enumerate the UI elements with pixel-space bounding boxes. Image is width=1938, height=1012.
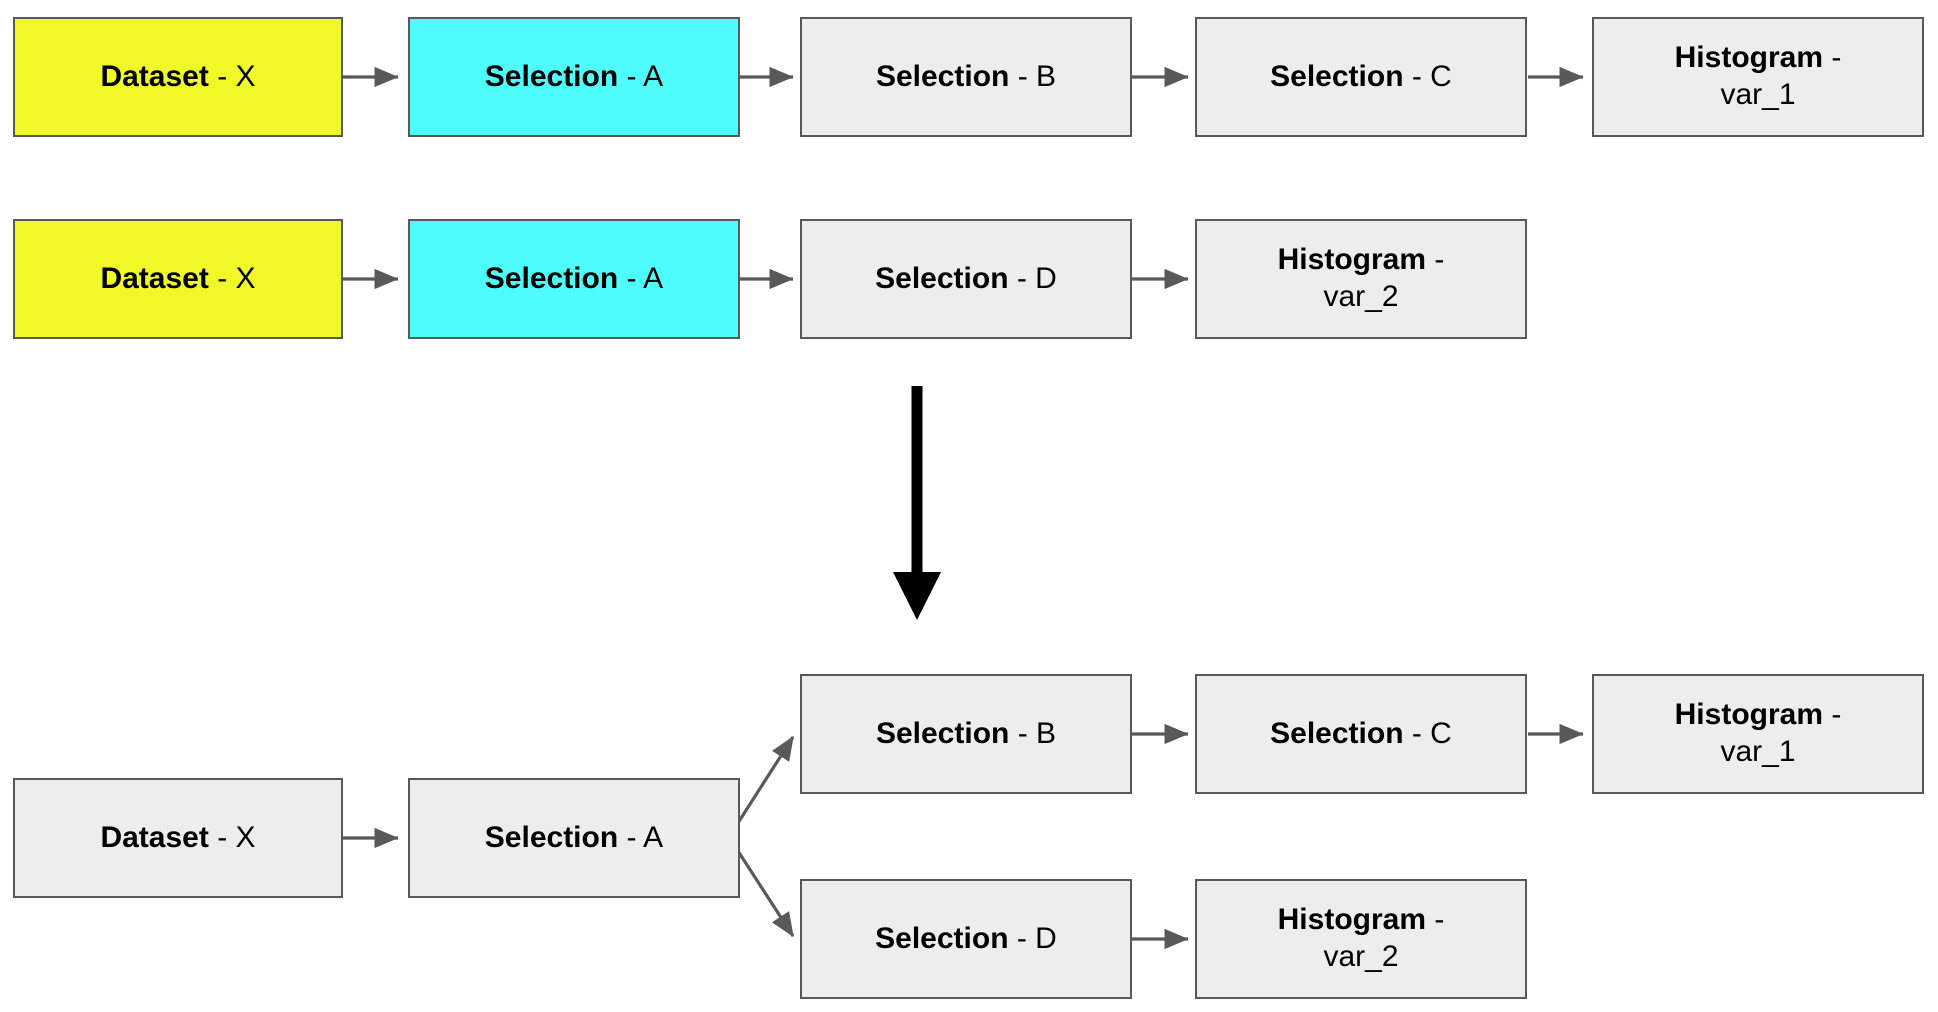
node-label-plain: - [1831, 41, 1842, 75]
node-label-plain: - X [217, 820, 256, 854]
node-label-plain: - X [217, 261, 256, 295]
node-label-plain: - [1434, 243, 1445, 277]
node-label-bold: Histogram [1674, 698, 1823, 732]
node-label-bold: Histogram [1277, 903, 1426, 937]
node-bottom-histogram-var1[interactable]: Histogram - var_1 [1592, 674, 1924, 794]
node-label-bold: Selection [484, 261, 619, 295]
node-bottom-histogram-var2[interactable]: Histogram - var_2 [1195, 879, 1527, 999]
node-label-bold: Selection [875, 261, 1009, 295]
node-label-plain: - A [626, 59, 664, 93]
node-top-selection-a-2[interactable]: Selection - A [408, 219, 740, 339]
node-label-plain-2: var_2 [1323, 280, 1399, 313]
node-label-bold: Dataset [100, 820, 209, 854]
node-label-plain-2: var_2 [1323, 940, 1399, 973]
node-label-plain: - C [1411, 59, 1452, 93]
node-label-bold: Dataset [100, 261, 209, 295]
node-label-plain: - A [626, 820, 664, 854]
node-bottom-selection-c[interactable]: Selection - C [1195, 674, 1527, 794]
node-label-plain: - D [1016, 921, 1057, 955]
node-label-plain: - A [626, 261, 664, 295]
node-label-bold: Dataset [100, 59, 209, 93]
node-label-plain: - [1434, 903, 1445, 937]
node-top-selection-d[interactable]: Selection - D [800, 219, 1132, 339]
node-label-bold: Selection [484, 59, 619, 93]
node-bottom-selection-d[interactable]: Selection - D [800, 879, 1132, 999]
node-label-plain: - [1831, 698, 1842, 732]
node-label-plain: - D [1016, 261, 1057, 295]
node-bottom-selection-b[interactable]: Selection - B [800, 674, 1132, 794]
node-label-plain-2: var_1 [1720, 735, 1796, 768]
node-bottom-selection-a[interactable]: Selection - A [408, 778, 740, 898]
node-label-plain: - B [1017, 716, 1057, 750]
node-label-bold: Selection [875, 59, 1010, 93]
node-label-bold: Selection [484, 820, 619, 854]
node-label-bold: Selection [1270, 716, 1404, 750]
node-bottom-dataset-x[interactable]: Dataset - X [13, 778, 343, 898]
node-label-bold: Selection [875, 716, 1010, 750]
node-label-plain: - B [1017, 59, 1057, 93]
node-label-plain-2: var_1 [1720, 78, 1796, 111]
merge-arrow-icon [893, 386, 941, 620]
node-label-bold: Selection [875, 921, 1009, 955]
node-top-selection-b[interactable]: Selection - B [800, 17, 1132, 137]
edge-b-selection-a-to-selection-b [734, 735, 795, 827]
node-top-selection-c[interactable]: Selection - C [1195, 17, 1527, 137]
node-top-dataset-x[interactable]: Dataset - X [13, 17, 343, 137]
node-label-bold: Selection [1270, 59, 1404, 93]
node-label-bold: Histogram [1674, 41, 1823, 75]
node-label-bold: Histogram [1277, 243, 1426, 277]
node-top-dataset-x-2[interactable]: Dataset - X [13, 219, 343, 339]
node-top-histogram-var2[interactable]: Histogram - var_2 [1195, 219, 1527, 339]
node-top-selection-a-1[interactable]: Selection - A [408, 17, 740, 137]
node-top-histogram-var1[interactable]: Histogram - var_1 [1592, 17, 1924, 137]
node-label-plain: - X [217, 59, 256, 93]
node-label-plain: - C [1411, 716, 1452, 750]
edge-b-selection-a-to-selection-d [734, 847, 795, 938]
